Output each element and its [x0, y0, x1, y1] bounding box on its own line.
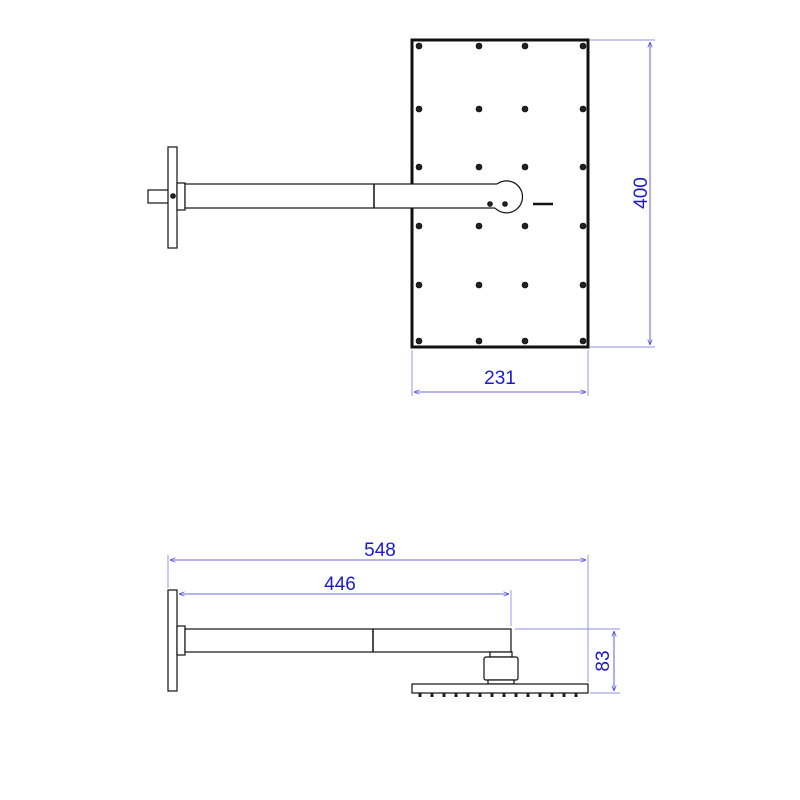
side-view: 548 446 83 [167, 540, 620, 697]
nozzle [579, 222, 587, 230]
nozzle [475, 42, 483, 50]
nozzle [514, 693, 518, 697]
nozzle [475, 222, 483, 230]
arm-collar [176, 182, 186, 211]
nozzle [415, 337, 423, 345]
nozzle [415, 163, 423, 171]
nozzle [526, 693, 530, 697]
nozzle [418, 693, 422, 697]
nozzle [475, 281, 483, 289]
nozzle [550, 693, 554, 697]
shower-head-side [411, 683, 589, 694]
swivel-connector [483, 656, 519, 681]
nozzle [521, 42, 529, 50]
swivel-joint [494, 180, 524, 214]
nozzle-row [418, 693, 578, 697]
nozzle [579, 42, 587, 50]
joint-screw [487, 201, 493, 207]
nozzle [430, 693, 434, 697]
nozzle [466, 693, 470, 697]
nozzle [521, 222, 529, 230]
wall-flange [167, 589, 178, 692]
nozzle [502, 693, 506, 697]
shower-arm [184, 183, 504, 209]
width-dimension-label: 231 [484, 368, 516, 389]
nozzle [478, 693, 482, 697]
nozzle [415, 42, 423, 50]
nozzle [490, 693, 494, 697]
connector-neck [489, 651, 513, 658]
nozzle [579, 337, 587, 345]
height-dimension-label: 400 [631, 177, 652, 209]
nozzle [442, 693, 446, 697]
nozzle [521, 163, 529, 171]
nozzle [454, 693, 458, 697]
top-view: 400 231 [147, 38, 655, 396]
nozzle [415, 105, 423, 113]
nozzle [562, 693, 566, 697]
total-length-label: 548 [364, 540, 396, 561]
nozzle [521, 337, 529, 345]
nozzle-grid [415, 42, 587, 345]
nozzle [475, 337, 483, 345]
nozzle [538, 693, 542, 697]
arm-collar [176, 625, 186, 656]
joint-screw [502, 201, 508, 207]
nozzle [521, 105, 529, 113]
nozzle [415, 281, 423, 289]
nozzle [475, 105, 483, 113]
nozzle [579, 163, 587, 171]
nozzle [475, 163, 483, 171]
nozzle [415, 222, 423, 230]
drop-height-label: 83 [593, 650, 614, 671]
nozzle [521, 281, 529, 289]
arm-length-label: 446 [324, 574, 356, 595]
shower-arm [184, 628, 512, 653]
nozzle [574, 693, 578, 697]
wall-stub [147, 189, 170, 204]
nozzle [579, 105, 587, 113]
set-screw [170, 193, 176, 199]
nozzle [579, 281, 587, 289]
